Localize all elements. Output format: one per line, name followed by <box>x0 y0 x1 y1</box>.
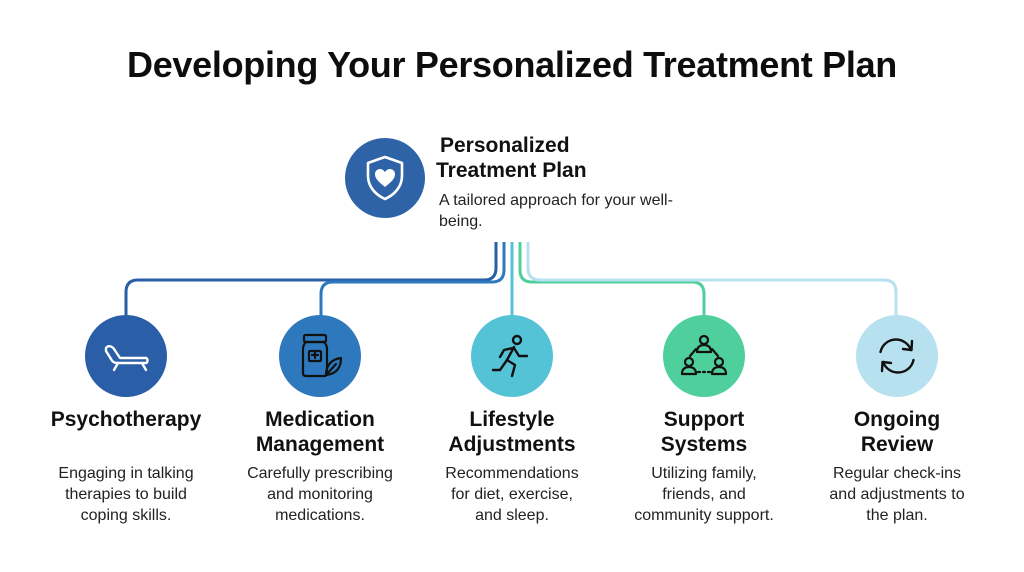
node-description: Utilizing family, friends, and community… <box>634 465 774 524</box>
refresh-cycle-icon <box>879 338 915 374</box>
node-label: Medication Management <box>255 408 385 456</box>
therapy-couch-icon <box>104 345 149 372</box>
medication-bottle-icon <box>301 333 343 378</box>
connector-review <box>526 242 898 316</box>
node-description: Recommendations for diet, exercise, and … <box>445 465 579 524</box>
root-node-circle <box>345 138 425 218</box>
root-node-description: A tailored approach for your well-being. <box>439 192 673 230</box>
node-circle <box>471 315 553 397</box>
connector-psychotherapy <box>124 242 498 316</box>
node-circle <box>85 315 167 397</box>
node-circle <box>856 315 938 397</box>
node-description: Regular check-ins and adjustments to the… <box>829 465 965 524</box>
node-label: Psychotherapy <box>50 408 202 431</box>
running-person-icon <box>491 334 529 378</box>
connector-medication <box>319 242 506 316</box>
node-description: Carefully prescribing and monitoring med… <box>247 465 393 524</box>
node-label: Support Systems <box>660 408 748 456</box>
root-node-title: Personalized Treatment Plan <box>436 134 587 182</box>
node-circle <box>663 315 745 397</box>
people-network-icon <box>680 334 728 376</box>
connector-support <box>518 242 706 316</box>
shield-heart-icon <box>366 155 404 201</box>
node-label: Lifestyle Adjustments <box>448 408 576 456</box>
page-title: Developing Your Personalized Treatment P… <box>127 44 897 85</box>
node-circle <box>279 315 361 397</box>
node-description: Engaging in talking therapies to build c… <box>58 465 194 524</box>
node-label: Ongoing Review <box>853 408 941 456</box>
